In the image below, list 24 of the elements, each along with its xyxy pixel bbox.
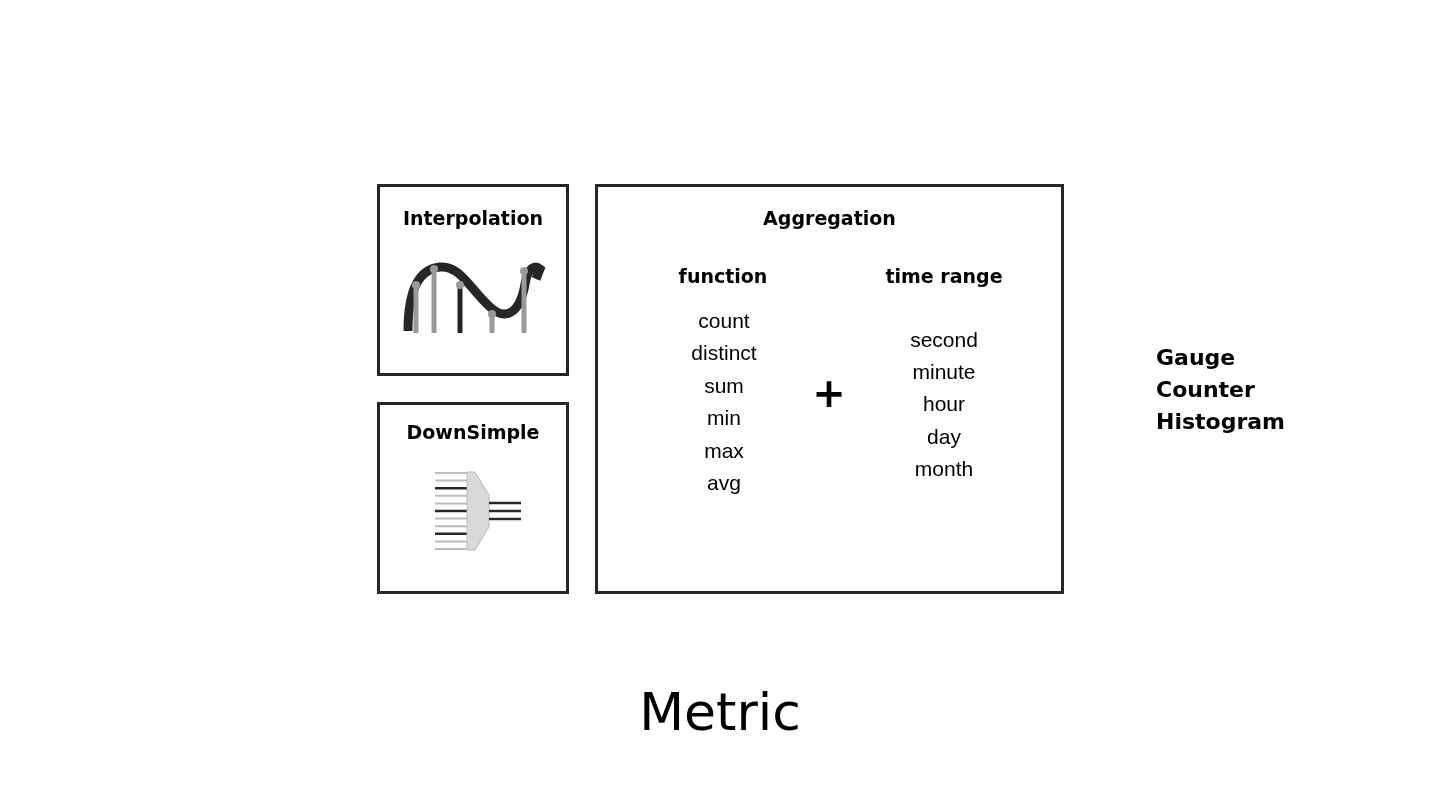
interpolation-box bbox=[377, 184, 569, 376]
function-name: avg bbox=[707, 471, 741, 495]
column-heading: function bbox=[678, 265, 768, 287]
function-name: min bbox=[707, 406, 741, 431]
time-unit: second bbox=[910, 328, 978, 352]
function-name: sum bbox=[704, 373, 744, 398]
function-name: max bbox=[704, 438, 744, 463]
function-name: distinct bbox=[691, 341, 757, 366]
box-title: Aggregation bbox=[763, 207, 896, 229]
time-unit: hour bbox=[923, 392, 965, 417]
metric-type-label: Histogram bbox=[1156, 408, 1286, 434]
aggregation-box bbox=[595, 184, 1064, 594]
caption: Metric bbox=[639, 682, 801, 742]
function-name: count bbox=[698, 309, 750, 333]
column-heading: time range bbox=[885, 265, 1003, 287]
box-title: Interpolation bbox=[402, 207, 544, 229]
time-unit: month bbox=[914, 456, 974, 481]
metric-type-label: Counter bbox=[1156, 376, 1255, 402]
box-title: DownSimple bbox=[406, 421, 540, 443]
downsample-box bbox=[377, 402, 569, 594]
plus-sign: + bbox=[812, 370, 846, 416]
time-unit: minute bbox=[912, 360, 976, 385]
time-unit: day bbox=[927, 424, 961, 449]
metric-type-label: Gauge bbox=[1156, 344, 1236, 370]
